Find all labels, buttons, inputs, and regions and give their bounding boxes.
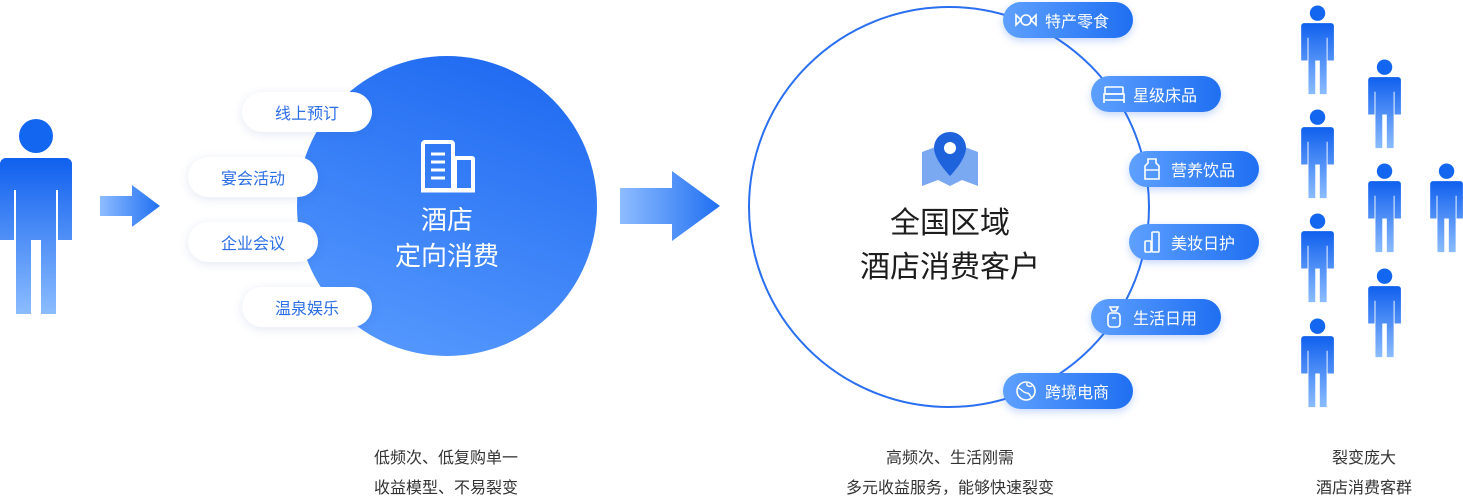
scene-pill-hot-spring: 温泉娱乐 bbox=[242, 287, 372, 327]
category-pill-drinks: 营养饮品 bbox=[1129, 151, 1259, 187]
map-pin-icon bbox=[922, 132, 978, 186]
category-pill-cross-border: 跨境电商 bbox=[1003, 373, 1133, 409]
person-icon bbox=[1301, 109, 1334, 199]
scene-pill-online-booking: 线上预订 bbox=[242, 92, 372, 132]
region-outline-circle bbox=[748, 6, 1150, 408]
spray-bottle-icon bbox=[1103, 306, 1125, 328]
building-icon bbox=[421, 140, 475, 193]
region-title-line2: 酒店消费客户 bbox=[860, 250, 1040, 285]
person-icon bbox=[1368, 59, 1401, 149]
cosmetics-icon bbox=[1141, 231, 1163, 253]
person-icon bbox=[1368, 268, 1401, 358]
scene-pill-meeting: 企业会议 bbox=[188, 222, 318, 262]
person-icon bbox=[1430, 163, 1463, 253]
category-pill-bedding: 星级床品 bbox=[1091, 76, 1221, 112]
category-pill-cosmetics: 美妆日护 bbox=[1129, 224, 1259, 260]
category-label: 星级床品 bbox=[1133, 86, 1198, 105]
candy-icon bbox=[1015, 9, 1037, 31]
region-caption-line2: 多元收益服务，能够快速裂变 bbox=[845, 478, 1054, 497]
group-caption-line1: 裂变庞大 bbox=[1331, 448, 1396, 467]
hotel-title-line1: 酒店 bbox=[420, 206, 473, 236]
big-arrow-right-icon bbox=[620, 171, 720, 241]
category-pill-snacks: 特产零食 bbox=[1003, 2, 1133, 38]
person-icon bbox=[1301, 318, 1334, 408]
hotel-title-line2: 定向消费 bbox=[394, 242, 499, 272]
bed-icon bbox=[1103, 83, 1125, 105]
category-label: 生活日用 bbox=[1133, 309, 1198, 328]
scene-pill-banquet: 宴会活动 bbox=[188, 157, 318, 197]
arrow-right-icon bbox=[100, 185, 160, 227]
category-pill-daily-goods: 生活日用 bbox=[1091, 299, 1221, 335]
single-person-icon bbox=[0, 119, 72, 314]
globe-icon bbox=[1015, 380, 1037, 402]
person-icon bbox=[1368, 163, 1401, 253]
category-label: 营养饮品 bbox=[1171, 161, 1236, 180]
hotel-caption-line2: 收益模型、不易裂变 bbox=[373, 478, 518, 497]
person-icon bbox=[1301, 213, 1334, 303]
hotel-caption-line1: 低频次、低复购单一 bbox=[373, 448, 518, 467]
category-label: 跨境电商 bbox=[1045, 383, 1110, 402]
region-title-line1: 全国区域 bbox=[890, 206, 1010, 241]
group-caption-line2: 酒店消费客群 bbox=[1315, 478, 1412, 497]
region-caption-line1: 高频次、生活刚需 bbox=[885, 448, 1014, 467]
category-label: 美妆日护 bbox=[1171, 234, 1236, 253]
drink-bottle-icon bbox=[1141, 158, 1163, 180]
category-label: 特产零食 bbox=[1045, 12, 1110, 31]
person-icon bbox=[1301, 5, 1334, 95]
